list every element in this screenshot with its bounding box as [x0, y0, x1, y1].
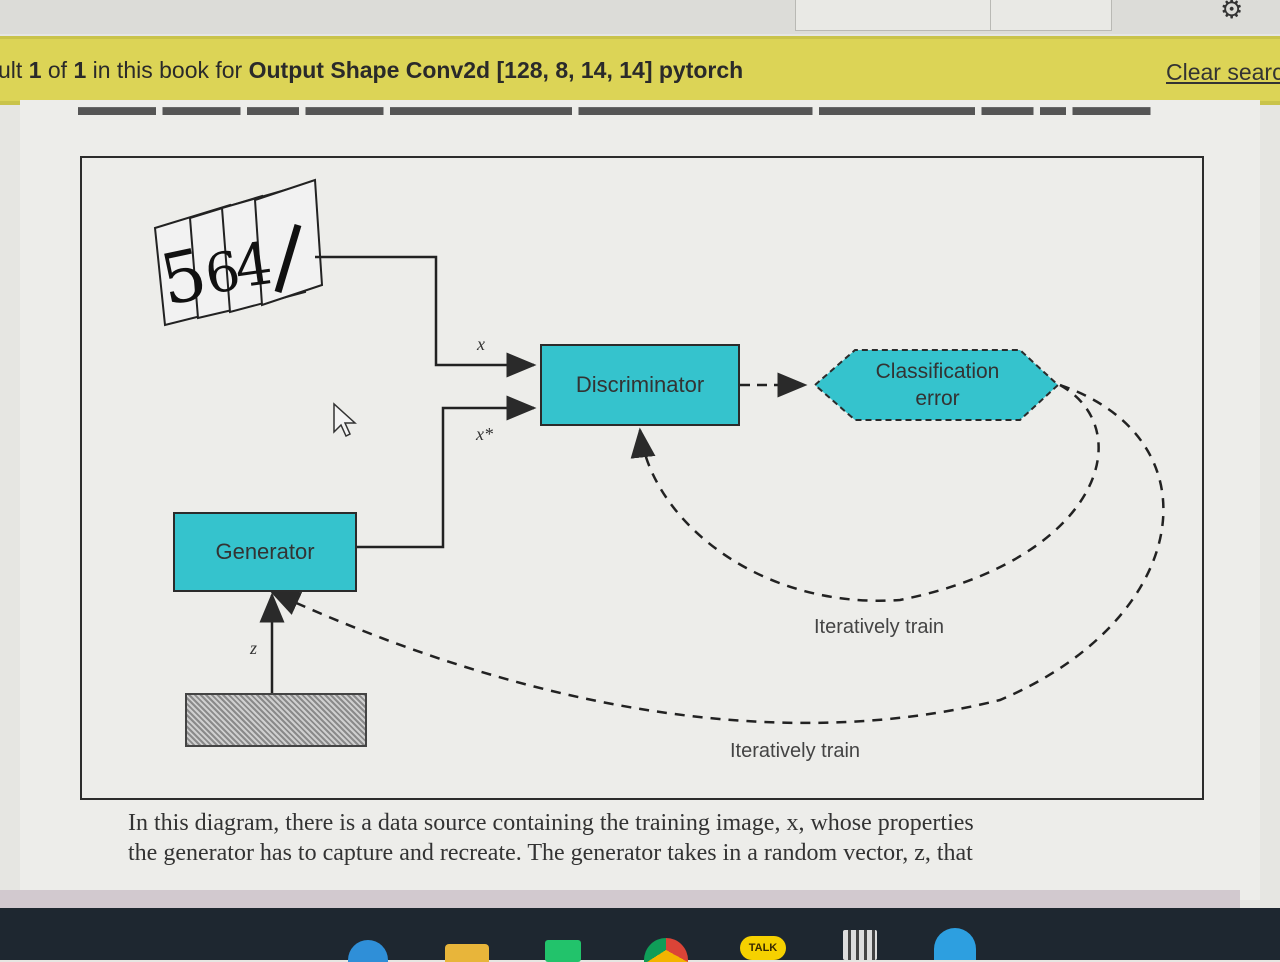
toolbar-tab[interactable]	[795, 0, 992, 31]
caption-line-2: the generator has to capture and recreat…	[128, 840, 973, 866]
iteratively-train-label-2: Iteratively train	[730, 740, 861, 762]
digit-images: 5 6 4	[153, 178, 324, 327]
iteratively-train-label-1: Iteratively train	[814, 616, 945, 638]
telegram-icon[interactable]	[934, 928, 976, 960]
result-of: of	[41, 57, 74, 83]
classification-label-line2: error	[915, 387, 960, 410]
label-x-star: x*	[476, 424, 493, 444]
figure-frame	[80, 156, 1204, 800]
taskbar	[0, 908, 1280, 960]
calculator-icon[interactable]	[843, 930, 877, 960]
result-number: 1	[28, 57, 42, 83]
classification-label-line1: Classification	[875, 360, 1000, 383]
search-query: Output Shape Conv2d [128, 8, 14, 14] pyt…	[248, 57, 744, 83]
train-discriminator-arrow	[630, 383, 1100, 603]
edge-icon[interactable]	[348, 940, 388, 962]
clear-search-link[interactable]: Clear searc	[1166, 59, 1280, 85]
label-x: x	[477, 334, 485, 354]
kakaotalk-icon[interactable]: TALK	[740, 936, 786, 960]
gear-icon[interactable]: ⚙	[1220, 0, 1244, 24]
classification-error-label: Classification error	[855, 358, 1020, 412]
result-total: 1	[73, 57, 87, 83]
label-z: z	[250, 638, 258, 658]
scrollbar-strip[interactable]	[0, 890, 1240, 912]
random-noise-image	[185, 693, 367, 747]
classification-error-hexagon	[813, 349, 1060, 421]
generator-box: Generator	[173, 512, 357, 592]
result-prefix: ult	[0, 57, 29, 83]
fake-data-arrow	[355, 395, 537, 549]
caption: In this diagram, there is a data source …	[128, 808, 1168, 868]
caption-line-1: In this diagram, there is a data source …	[128, 810, 974, 836]
search-result-bar: ult 1 of 1 in this book for Output Shape…	[0, 36, 1280, 105]
toolbar-tab[interactable]	[990, 0, 1112, 31]
folder-icon[interactable]	[445, 944, 489, 962]
cursor-icon	[333, 402, 357, 438]
discriminator-label: Discriminator	[575, 372, 705, 397]
search-result-text: ult 1 of 1 in this book for Output Shape…	[0, 57, 743, 84]
top-toolbar: ⚙	[0, 0, 1280, 34]
discriminator-box: Discriminator	[540, 344, 740, 426]
generator-label: Generator	[215, 539, 315, 564]
real-data-arrow	[315, 255, 537, 378]
pycharm-icon[interactable]	[545, 940, 581, 962]
cut-off-text: ▬▬▬ ▬▬▬ ▬▬ ▬▬▬ ▬▬▬▬▬▬▬ ▬▬▬▬▬▬▬▬▬ ▬▬▬▬▬▬ …	[78, 100, 1151, 116]
result-mid: in this book for	[86, 57, 249, 83]
